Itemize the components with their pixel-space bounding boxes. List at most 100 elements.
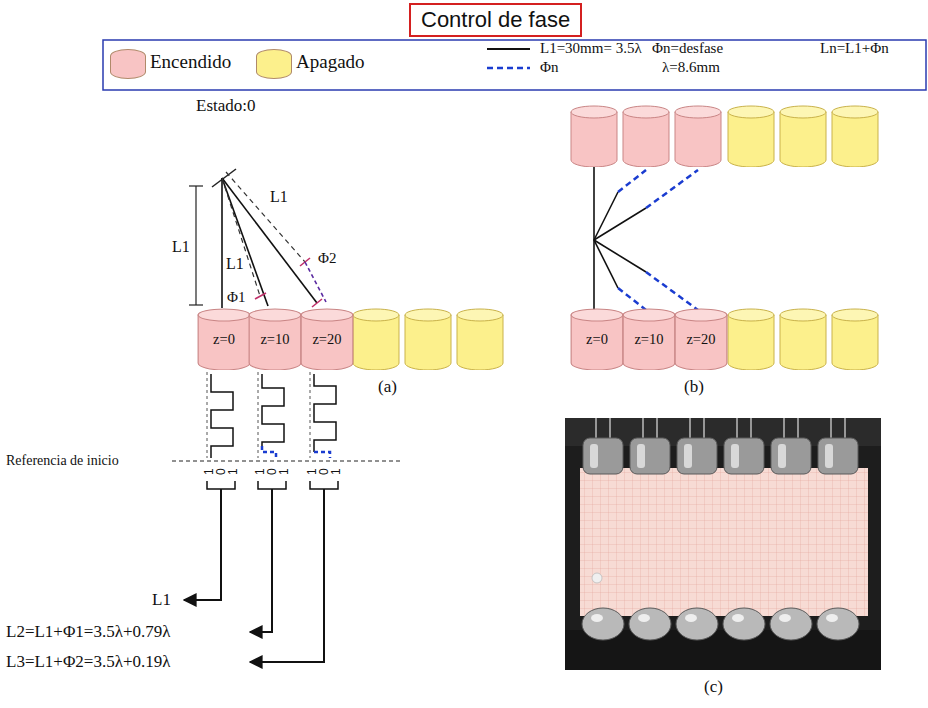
photo-levitator-part-part [830, 418, 832, 438]
signal-waves-part [314, 374, 336, 452]
photo-levitator-part [590, 444, 833, 468]
transducer-off-part [832, 106, 878, 167]
photo-levitator-part-part [818, 438, 858, 474]
path-lines-a-part [312, 299, 322, 307]
transducer-node: z=10 [248, 308, 302, 370]
photo-levitator-part-part [778, 444, 786, 468]
path-lines-b [594, 167, 698, 310]
node-text: z=10 [248, 332, 302, 348]
photo-levitator-part-part [771, 438, 811, 474]
path-lines-b-part [593, 167, 595, 240]
path-lines-a-part [222, 178, 268, 306]
transducer-on-part [623, 106, 669, 167]
output-label: L1 [152, 591, 171, 610]
legend-note: Φn=desfase [652, 40, 723, 57]
signal-waves-part [314, 452, 330, 458]
photo-levitator-part-part [638, 614, 650, 622]
node-text: z=0 [197, 332, 251, 348]
photo-levitator-part-part [825, 444, 833, 468]
switch-state: 1 [330, 468, 343, 475]
photo-levitator-part-part [685, 614, 697, 622]
reference-label: Referencia de inicio [6, 453, 119, 468]
transducer-on-part [571, 106, 617, 167]
path-lines-a-part [226, 172, 305, 262]
switch-brackets-part [310, 481, 338, 489]
photo-levitator-part-part [656, 418, 658, 438]
signal-waves-part [258, 372, 259, 458]
transducer-node: z=0 [197, 308, 251, 370]
legend-text: Encendido [150, 52, 231, 73]
switch-state: 1 [278, 468, 291, 475]
node-text: z=10 [622, 332, 676, 348]
path-lines-a [189, 169, 326, 308]
title-text: Control de fase [421, 7, 570, 32]
transducer-off-part [780, 106, 826, 167]
photo-levitator-part [582, 608, 859, 640]
state-label: Estado:0 [196, 97, 256, 116]
photo-levitator-part-part [826, 614, 838, 622]
path-lines-a-part [222, 178, 317, 303]
cylinder-top [198, 309, 250, 321]
transducer-node: z=0 [570, 308, 624, 370]
path-lines-b-part [646, 170, 698, 208]
photo-levitator-part-part [732, 614, 744, 622]
path-lines-a-part [195, 186, 196, 305]
path-lines-b-part [646, 272, 698, 310]
legend-text: L1=30mm= 3.5λ [540, 40, 642, 57]
signal-waves [172, 372, 400, 461]
path-lines-b-part [593, 240, 595, 310]
node-text: z=20 [300, 332, 354, 348]
transducer-off [353, 106, 878, 370]
panel-label: (c) [704, 678, 723, 697]
cylinder-top [301, 309, 353, 321]
photo-levitator-part-part [750, 418, 752, 438]
photo-levitator-part [580, 468, 868, 616]
signal-waves-part [172, 461, 400, 462]
path-lines-b-part [618, 170, 646, 192]
path-lines-a-part [222, 178, 260, 296]
photo-levitator-part-part [779, 614, 791, 622]
photo-levitator-part [596, 418, 845, 438]
legend-text: Apagado [296, 52, 365, 73]
signal-waves-part [262, 374, 284, 446]
path-label: L1 [226, 255, 244, 273]
transducer-off-part [353, 309, 399, 370]
transducer-off-part [728, 106, 774, 167]
legend-text: Φn [540, 59, 558, 76]
photo-levitator-part-part [676, 608, 718, 640]
legend-frame-part [103, 40, 926, 90]
photo-levitator-part [591, 614, 838, 622]
transducer-on-part [675, 106, 721, 167]
photo-levitator-part [592, 573, 602, 583]
photo-levitator [565, 418, 881, 670]
title-box: Control de fase [409, 3, 582, 37]
path-lines-b-part [594, 240, 646, 272]
photo-levitator-part-part [642, 418, 644, 438]
transducer-off-part [457, 309, 503, 370]
photo-levitator-part-part [630, 438, 670, 474]
transducer-off-part [780, 309, 826, 370]
photo-levitator-part-part [689, 418, 691, 438]
path-label: L1 [270, 188, 288, 206]
legend-line-sample [487, 48, 530, 50]
legend-line-sample [487, 67, 530, 70]
photo-levitator-part-part [591, 614, 603, 622]
output-arrows [184, 489, 324, 662]
photo-levitator-part [583, 438, 858, 474]
path-lines-a-part [189, 185, 203, 186]
signal-waves-part [211, 374, 233, 458]
output-arrows-part [250, 489, 272, 632]
legend-frame [103, 40, 926, 90]
path-lines-a-part [255, 293, 266, 299]
path-lines-a-part [189, 304, 203, 305]
photo-levitator-part-part [677, 438, 717, 474]
photo-levitator-part-part [770, 608, 812, 640]
photo-levitator-part-part [783, 418, 785, 438]
switch-brackets-part [207, 481, 235, 489]
photo-levitator-part-part [590, 444, 598, 468]
photo-levitator-part-part [797, 418, 799, 438]
switch-brackets-part [258, 481, 286, 489]
legend-note: Ln=L1+Φn [820, 40, 889, 57]
